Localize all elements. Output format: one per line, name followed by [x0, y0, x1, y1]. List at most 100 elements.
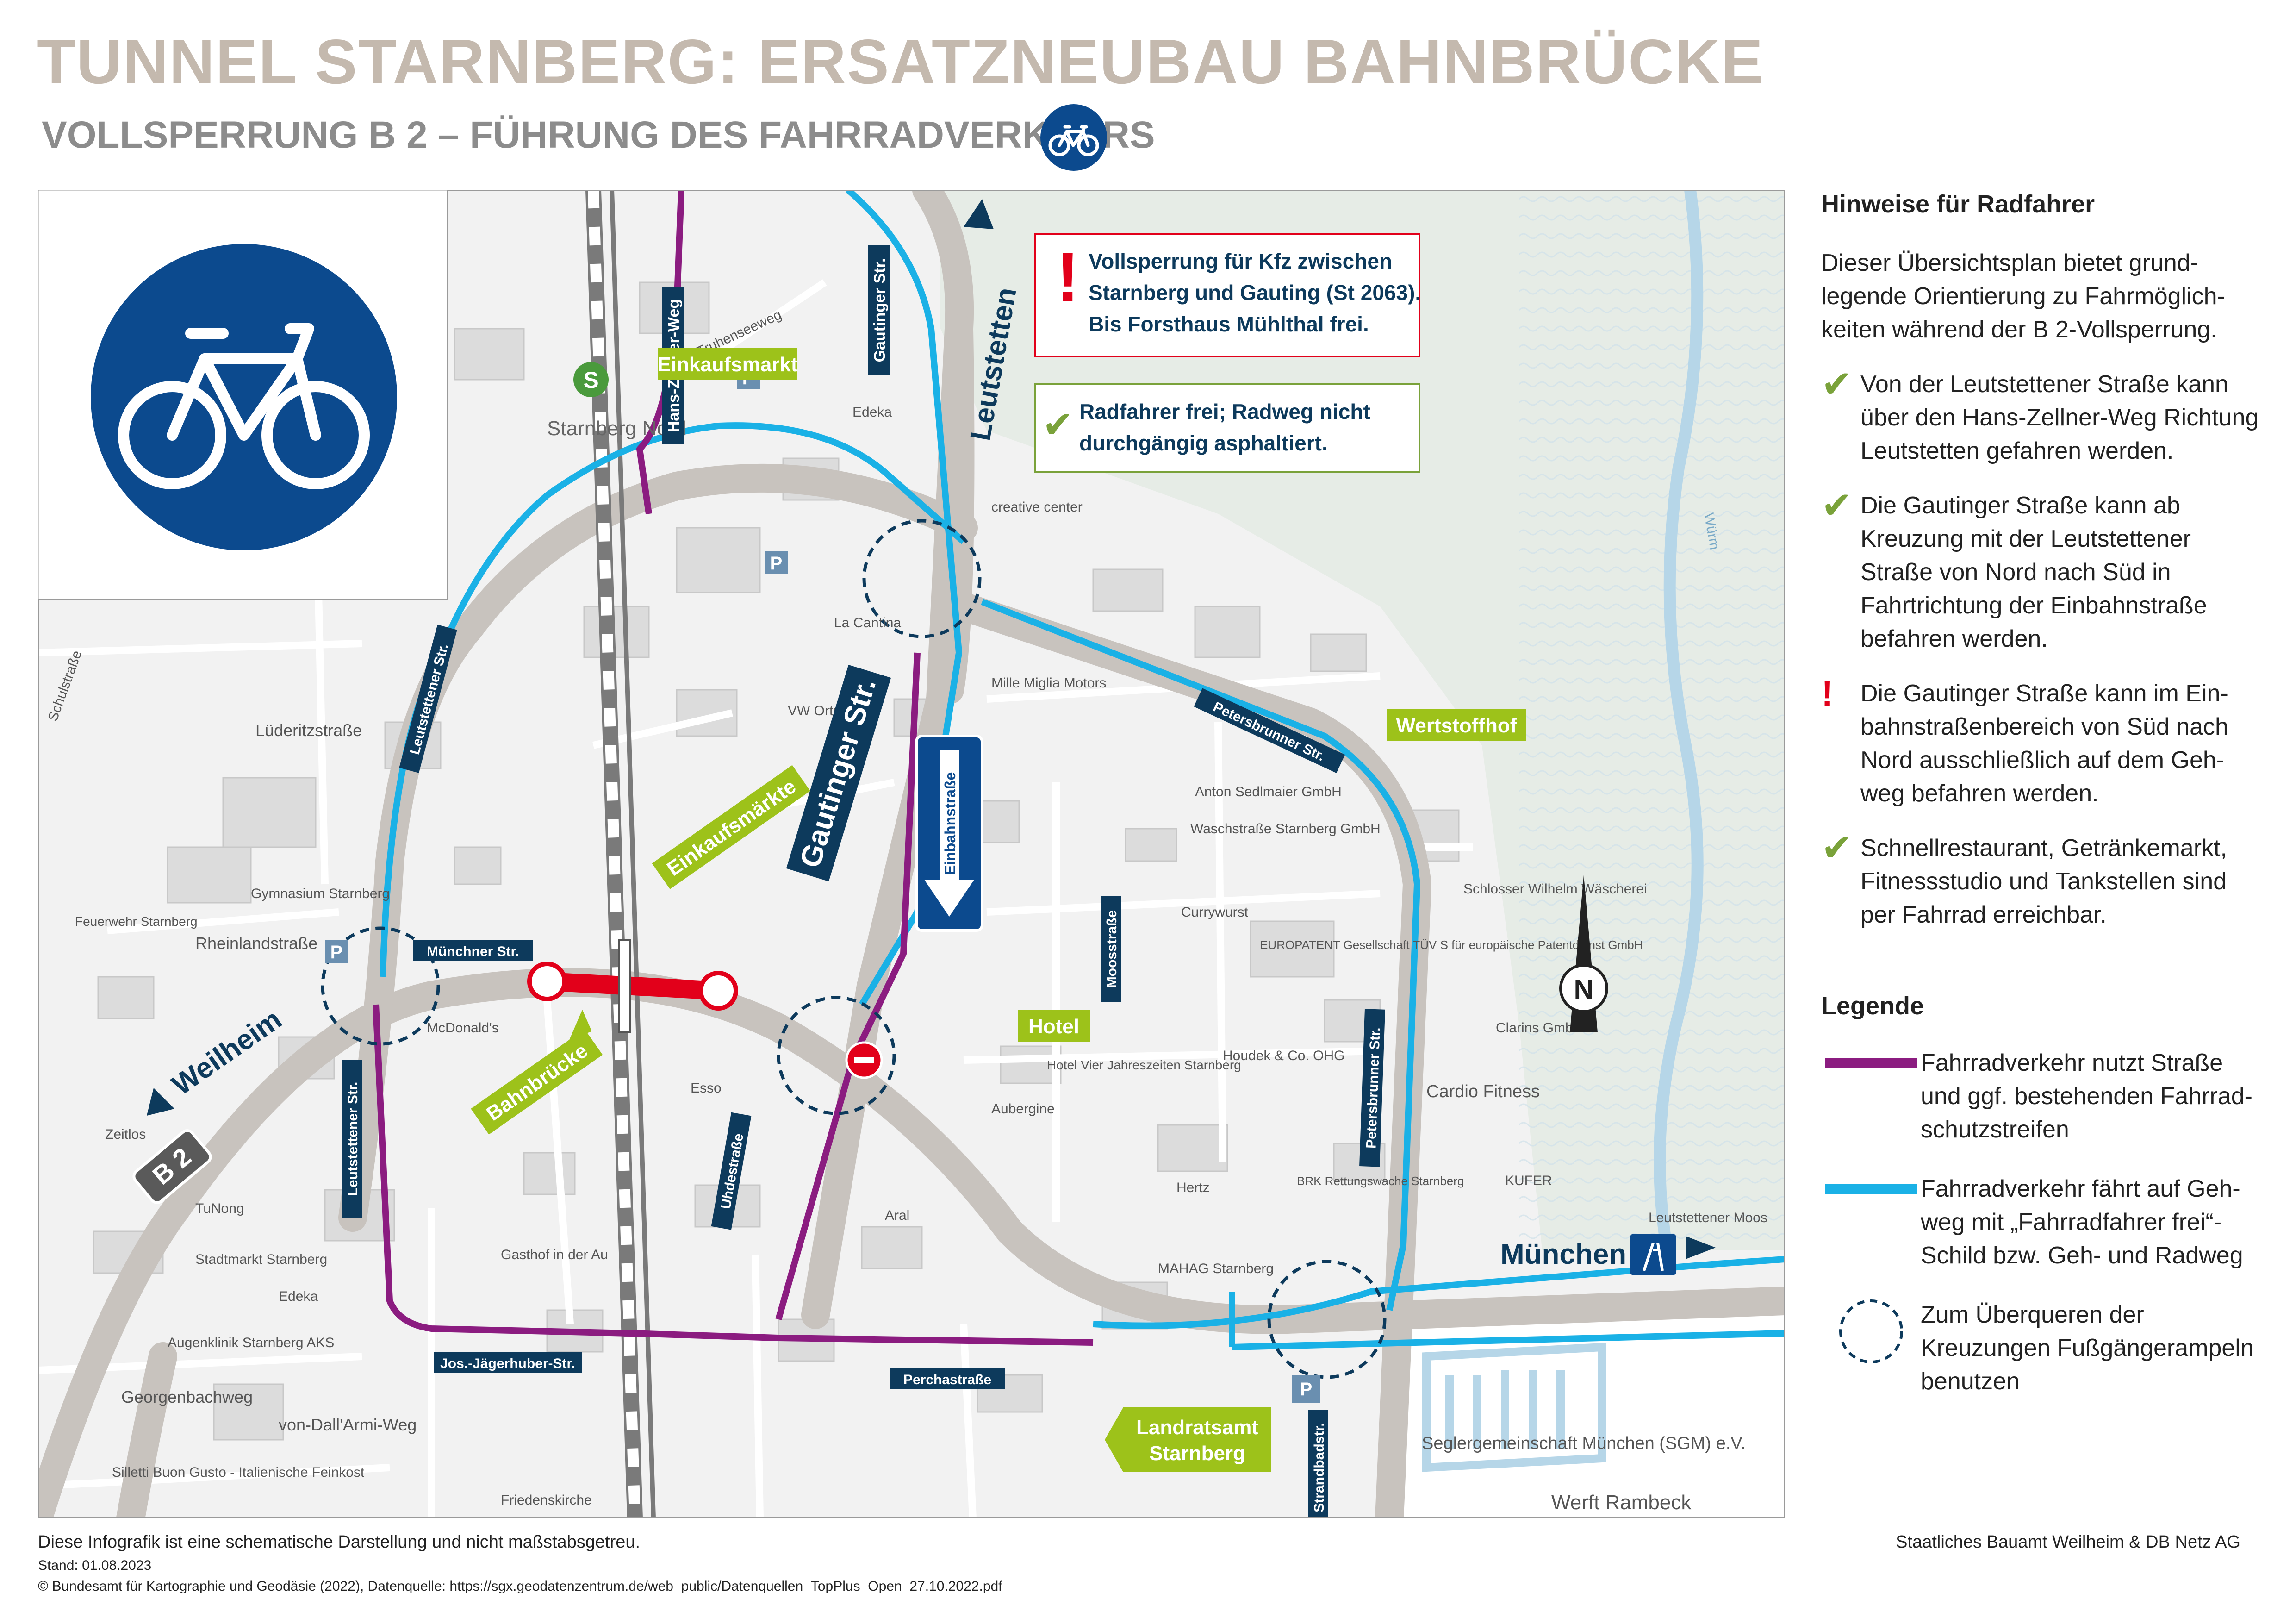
legend-text: Zum Überqueren der Kreuzungen Fußgängera…	[1921, 1301, 2254, 1395]
place-wertstoffhof: Wertstoffhof	[1387, 709, 1526, 741]
bicycle-icon	[118, 323, 370, 489]
svg-text:Vollsperrung für Kfz zwischen: Vollsperrung für Kfz zwischen	[1089, 249, 1392, 273]
label-houdek: Houdek & Co. OHG	[1223, 1048, 1344, 1063]
check-icon: ✔	[1821, 485, 1853, 526]
check-icon: ✔	[1821, 827, 1853, 868]
note-item: ✔ Die Gautinger Straße kann ab Kreuzung …	[1821, 485, 2261, 656]
legend-text: Fahrradverkehr fährt auf Geh-weg mit „Fa…	[1921, 1175, 2243, 1269]
place-hotel: Hotel	[1018, 1010, 1090, 1042]
label-edeka-top: Edeka	[852, 405, 892, 420]
svg-text:Bis Forsthaus Mühlthal frei.: Bis Forsthaus Mühlthal frei.	[1089, 312, 1369, 336]
svg-text:S: S	[583, 367, 598, 393]
label-feuerwehr: Feuerwehr Starnberg	[75, 914, 198, 929]
svg-text:Wertstoffhof: Wertstoffhof	[1396, 714, 1517, 737]
motorway-icon	[1630, 1234, 1676, 1275]
label-mahag: MAHAG Starnberg	[1158, 1261, 1274, 1276]
svg-text:Einbahnstraße: Einbahnstraße	[942, 772, 958, 875]
page-subtitle: VOLLSPERRUNG B 2 – FÜHRUNG DES FAHRRADVE…	[42, 114, 1155, 156]
label-rheinlandstrasse: Rheinlandstraße	[195, 934, 317, 953]
arrow-southwest-icon	[147, 1088, 174, 1116]
note-item: ! Die Gautinger Straße kann im Ein-bahns…	[1821, 673, 2261, 810]
note-item: ✔ Schnellrestaurant, Getränkemarkt, Fitn…	[1821, 827, 2261, 931]
page-title: TUNNEL STARNBERG: ERSATZNEUBAU BAHNBRÜCK…	[37, 26, 1764, 97]
notes-list: ✔ Von der Leutstettener Straße kann über…	[1821, 363, 2261, 931]
svg-text:Starnberg und Gauting (St 2063: Starnberg und Gauting (St 2063).	[1089, 281, 1421, 305]
note-text: Schnellrestaurant, Getränkemarkt, Fitnes…	[1860, 835, 2227, 928]
svg-text:Leutstettener Str.: Leutstettener Str.	[345, 1082, 361, 1196]
label-georgenbachweg: Georgenbachweg	[121, 1387, 253, 1406]
label-esso: Esso	[691, 1081, 722, 1096]
label-aubergine: Aubergine	[991, 1101, 1055, 1117]
label-kufer: KUFER	[1505, 1173, 1552, 1188]
street-strandbadstr: Strandbadstr.	[1308, 1410, 1328, 1518]
svg-text:Moosstraße: Moosstraße	[1104, 910, 1120, 988]
compass-icon: N	[1559, 875, 1608, 1032]
dashed-circle-icon	[1839, 1299, 1903, 1363]
alert-closure: ! Vollsperrung für Kfz zwischen Starnber…	[1034, 233, 1421, 357]
note-text: Von der Leutstettener Straße kann über d…	[1860, 371, 2259, 464]
svg-text:Einkaufsmarkt: Einkaufsmarkt	[657, 353, 798, 376]
sidebar-heading: Hinweise für Radfahrer	[1821, 190, 2095, 218]
label-leutstettener-moos: Leutstettener Moos	[1649, 1210, 1767, 1225]
street-petersbrunner-right: Petersbrunner Str.	[1359, 1009, 1385, 1167]
label-schlosser: Schlosser Wilhelm Wäscherei	[1463, 881, 1647, 897]
svg-text:✔: ✔	[1042, 404, 1073, 445]
label-hertz: Hertz	[1176, 1180, 1210, 1195]
svg-text:durchgängig asphaltiert.: durchgängig asphaltiert.	[1079, 431, 1328, 455]
s-bahn-icon: S	[573, 362, 609, 397]
label-creative-center: creative center	[991, 500, 1083, 515]
label-la-cantina: La Cantina	[834, 615, 901, 631]
street-gautinger-small: Gautinger Str.	[868, 245, 890, 375]
svg-text:N: N	[1574, 974, 1593, 1005]
label-waschstrasse: Waschstraße Starnberg GmbH	[1190, 821, 1381, 837]
label-luederitzstrasse: Lüderitzstraße	[255, 721, 362, 740]
label-zeitlos: Zeitlos	[105, 1127, 146, 1142]
label-cardio-fitness: Cardio Fitness	[1426, 1082, 1540, 1101]
svg-text:Perchastraße: Perchastraße	[903, 1372, 991, 1387]
direction-muenchen: München	[1500, 1238, 1626, 1270]
legend-item-blue: Fahrradverkehr fährt auf Geh-weg mit „Fa…	[1821, 1172, 2261, 1272]
note-text: Die Gautinger Straße kann ab Kreuzung mi…	[1860, 492, 2207, 652]
svg-text:Jos.-Jägerhuber-Str.: Jos.-Jägerhuber-Str.	[440, 1356, 575, 1371]
alert-bike: ✔ Radfahrer frei; Radweg nicht durchgäng…	[1034, 383, 1420, 473]
warning-icon: !	[1821, 673, 1834, 714]
svg-text:P: P	[770, 553, 783, 574]
label-mcdonalds: McDonald's	[427, 1020, 499, 1036]
label-tunong: TuNong	[195, 1201, 244, 1216]
legend-text: Fahrradverkehr nutzt Straße und ggf. bes…	[1921, 1049, 2252, 1143]
svg-text:P: P	[330, 942, 343, 962]
label-gymnasium: Gymnasium Starnberg	[251, 886, 390, 901]
map[interactable]: PPPP S Starnberg Nord creative center La…	[38, 190, 1785, 1518]
svg-text:Radfahrer frei; Radweg nicht: Radfahrer frei; Radweg nicht	[1079, 400, 1370, 424]
legend-title: Legende	[1821, 992, 1924, 1020]
note-item: ✔ Von der Leutstettener Straße kann über…	[1821, 363, 2261, 468]
street-moosstrasse: Moosstraße	[1101, 896, 1121, 1002]
svg-text:Strandbadstr.: Strandbadstr.	[1312, 1423, 1327, 1512]
label-silletti: Silletti Buon Gusto - Italienische Feink…	[112, 1465, 365, 1480]
footer-copyright: © Bundesamt für Kartographie und Geodäsi…	[38, 1579, 1002, 1594]
svg-text:Landratsamt: Landratsamt	[1136, 1416, 1258, 1439]
label-von-dall-armi: von-Dall'Armi-Weg	[279, 1415, 417, 1434]
sidebar-intro: Dieser Übersichtsplan bietet grund-legen…	[1821, 250, 2225, 343]
blue-line-swatch	[1824, 1184, 1917, 1194]
street-jos-jaegerhuber: Jos.-Jägerhuber-Str.	[434, 1352, 582, 1373]
label-currywurst: Currywurst	[1181, 905, 1249, 920]
svg-text:P: P	[1300, 1379, 1313, 1399]
bicycle-sign-inset	[38, 190, 448, 600]
label-seglergemeinschaft: Seglergemeinschaft München (SGM) e.V.	[1422, 1434, 1746, 1453]
label-edeka-low: Edeka	[279, 1289, 318, 1304]
svg-text:!: !	[1056, 238, 1079, 316]
label-aral: Aral	[885, 1208, 909, 1223]
arrow-east-icon	[1686, 1236, 1716, 1259]
street-muenchner: Münchner Str.	[413, 940, 533, 961]
no-entry-icon	[845, 1041, 883, 1079]
purple-line-swatch	[1824, 1058, 1917, 1068]
footer-disclaimer: Diese Infografik ist eine schematische D…	[38, 1532, 641, 1552]
label-werft-rambeck: Werft Rambeck	[1551, 1491, 1692, 1514]
label-mille-miglia: Mille Miglia Motors	[991, 675, 1106, 691]
check-icon: ✔	[1821, 363, 1853, 405]
one-way-sign: Einbahnstraße	[915, 735, 983, 932]
label-gasthof: Gasthof in der Au	[501, 1247, 608, 1262]
sidebar: Hinweise für Radfahrer Dieser Übersichts…	[1821, 190, 2261, 1398]
place-einkaufsmarkt: Einkaufsmarkt	[657, 348, 798, 380]
